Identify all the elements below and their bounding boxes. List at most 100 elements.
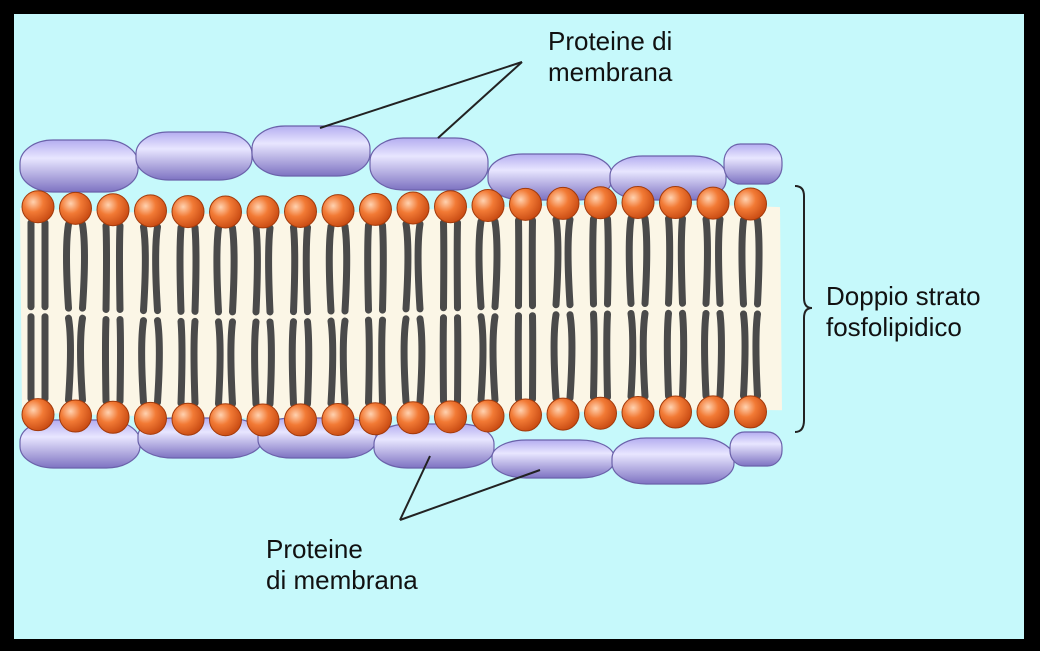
- bilayer-label-line1: Doppio strato: [826, 281, 981, 312]
- outer-phospholipid-head: [247, 196, 279, 228]
- top-protein-3: [252, 126, 370, 176]
- outer-phospholipid-head: [697, 187, 729, 219]
- inner-lipid-tail: [308, 322, 309, 404]
- inner-lipid-tail: [554, 315, 556, 398]
- outer-lipid-tail: [180, 228, 181, 312]
- inner-lipid-tail: [142, 321, 144, 403]
- inner-phospholipid-head: [285, 404, 317, 436]
- outer-lipid-tail: [556, 219, 558, 304]
- outer-phospholipid-head: [472, 189, 504, 221]
- outer-lipid-tail: [593, 219, 594, 304]
- bilayer-bracket: [795, 186, 812, 432]
- outer-phospholipid-head: [97, 194, 129, 226]
- inner-lipid-tail: [331, 321, 333, 403]
- inner-lipid-tail: [744, 314, 746, 396]
- outer-lipid-tail: [645, 218, 647, 303]
- inner-phospholipid-head: [397, 402, 429, 434]
- inner-phospholipid-head: [622, 397, 654, 429]
- inner-lipid-tail: [69, 318, 71, 400]
- outer-lipid-tail: [706, 219, 707, 303]
- outer-lipid-tail: [383, 225, 384, 310]
- bottom-protein-6: [612, 438, 734, 484]
- inner-lipid-tail: [683, 313, 684, 396]
- inner-phospholipid-head: [247, 404, 279, 436]
- top-proteins-label-line2: membrana: [548, 57, 672, 88]
- outer-lipid-tail: [495, 221, 497, 306]
- inner-phospholipid-head: [510, 399, 542, 431]
- outer-lipid-tail: [233, 228, 235, 312]
- inner-lipid-tail: [643, 313, 645, 396]
- inner-lipid-tail: [594, 314, 595, 397]
- outer-phospholipid-head: [585, 187, 617, 219]
- top-protein-1: [20, 140, 138, 192]
- top-proteins-label-line1: Proteine di: [548, 26, 672, 57]
- outer-lipid-tail: [269, 228, 270, 312]
- outer-phospholipid-head: [60, 192, 92, 224]
- bottom-proteins-label-line1: Proteine: [266, 534, 418, 565]
- outer-phospholipid-head: [735, 188, 767, 220]
- bottom-proteins-label: Proteine di membrana: [266, 534, 418, 596]
- inner-lipid-tail: [382, 320, 383, 403]
- bilayer-label-line2: fosfolipidico: [826, 312, 981, 343]
- inner-phospholipid-head: [585, 397, 617, 429]
- outer-lipid-tail: [681, 219, 682, 304]
- outer-phospholipid-head: [622, 186, 654, 218]
- inner-phospholipid-head: [172, 403, 204, 435]
- outer-lipid-tail: [406, 224, 408, 309]
- inner-lipid-tail: [404, 319, 406, 402]
- inner-lipid-tail: [570, 315, 572, 398]
- inner-phospholipid-head: [660, 396, 692, 428]
- outer-lipid-tail: [195, 228, 196, 312]
- inner-lipid-tail: [270, 322, 271, 404]
- outer-lipid-tail: [294, 227, 295, 311]
- outer-lipid-tail: [719, 219, 720, 303]
- outer-lipid-tail: [479, 221, 481, 306]
- inner-phospholipid-head: [210, 404, 242, 436]
- outer-lipid-tail: [345, 227, 347, 311]
- inner-lipid-tail: [120, 319, 121, 401]
- outer-lipid-tail: [83, 224, 85, 308]
- outer-phospholipid-head: [360, 193, 392, 225]
- inner-lipid-tail: [756, 314, 758, 396]
- inner-lipid-tail: [219, 322, 221, 404]
- pointer-line-top-2: [438, 62, 522, 138]
- outer-phospholipid-head: [172, 196, 204, 228]
- inner-lipid-tail: [631, 313, 633, 396]
- outer-lipid-tail: [106, 226, 107, 310]
- inner-lipid-tail: [481, 317, 483, 400]
- inner-lipid-tail: [231, 322, 233, 404]
- outer-phospholipid-head: [547, 187, 579, 219]
- top-proteins-label: Proteine di membrana: [548, 26, 672, 88]
- inner-phospholipid-head: [322, 403, 354, 435]
- top-protein-7: [724, 144, 782, 184]
- bottom-protein-4: [374, 424, 494, 468]
- outer-lipid-tail: [306, 227, 307, 311]
- outer-lipid-tail: [568, 219, 570, 304]
- inner-phospholipid-head: [97, 401, 129, 433]
- outer-phospholipid-head: [285, 195, 317, 227]
- outer-phospholipid-head: [510, 188, 542, 220]
- outer-lipid-tail: [758, 220, 760, 304]
- outer-lipid-tail: [368, 225, 369, 310]
- inner-lipid-tail: [493, 317, 495, 400]
- outer-phospholipid-head: [397, 192, 429, 224]
- inner-phospholipid-head: [435, 401, 467, 433]
- bottom-protein-5: [492, 440, 614, 478]
- inner-lipid-tail: [705, 313, 706, 395]
- inner-lipid-tail: [720, 313, 721, 395]
- outer-lipid-tail: [669, 219, 670, 304]
- inner-phospholipid-head: [22, 399, 54, 431]
- inner-lipid-tail: [105, 319, 106, 401]
- bottom-proteins-label-line2: di membrana: [266, 565, 418, 596]
- outer-phospholipid-head: [135, 195, 167, 227]
- inner-lipid-tail: [194, 321, 195, 403]
- inner-lipid-tail: [255, 322, 256, 404]
- inner-phospholipid-head: [135, 402, 167, 434]
- bottom-protein-7: [730, 432, 782, 466]
- inner-lipid-tail: [369, 320, 370, 403]
- bilayer-label: Doppio strato fosfolipidico: [826, 281, 981, 343]
- inner-phospholipid-head: [472, 400, 504, 432]
- outer-lipid-tail: [217, 228, 219, 312]
- outer-lipid-tail: [418, 224, 420, 309]
- inner-lipid-tail: [292, 322, 293, 404]
